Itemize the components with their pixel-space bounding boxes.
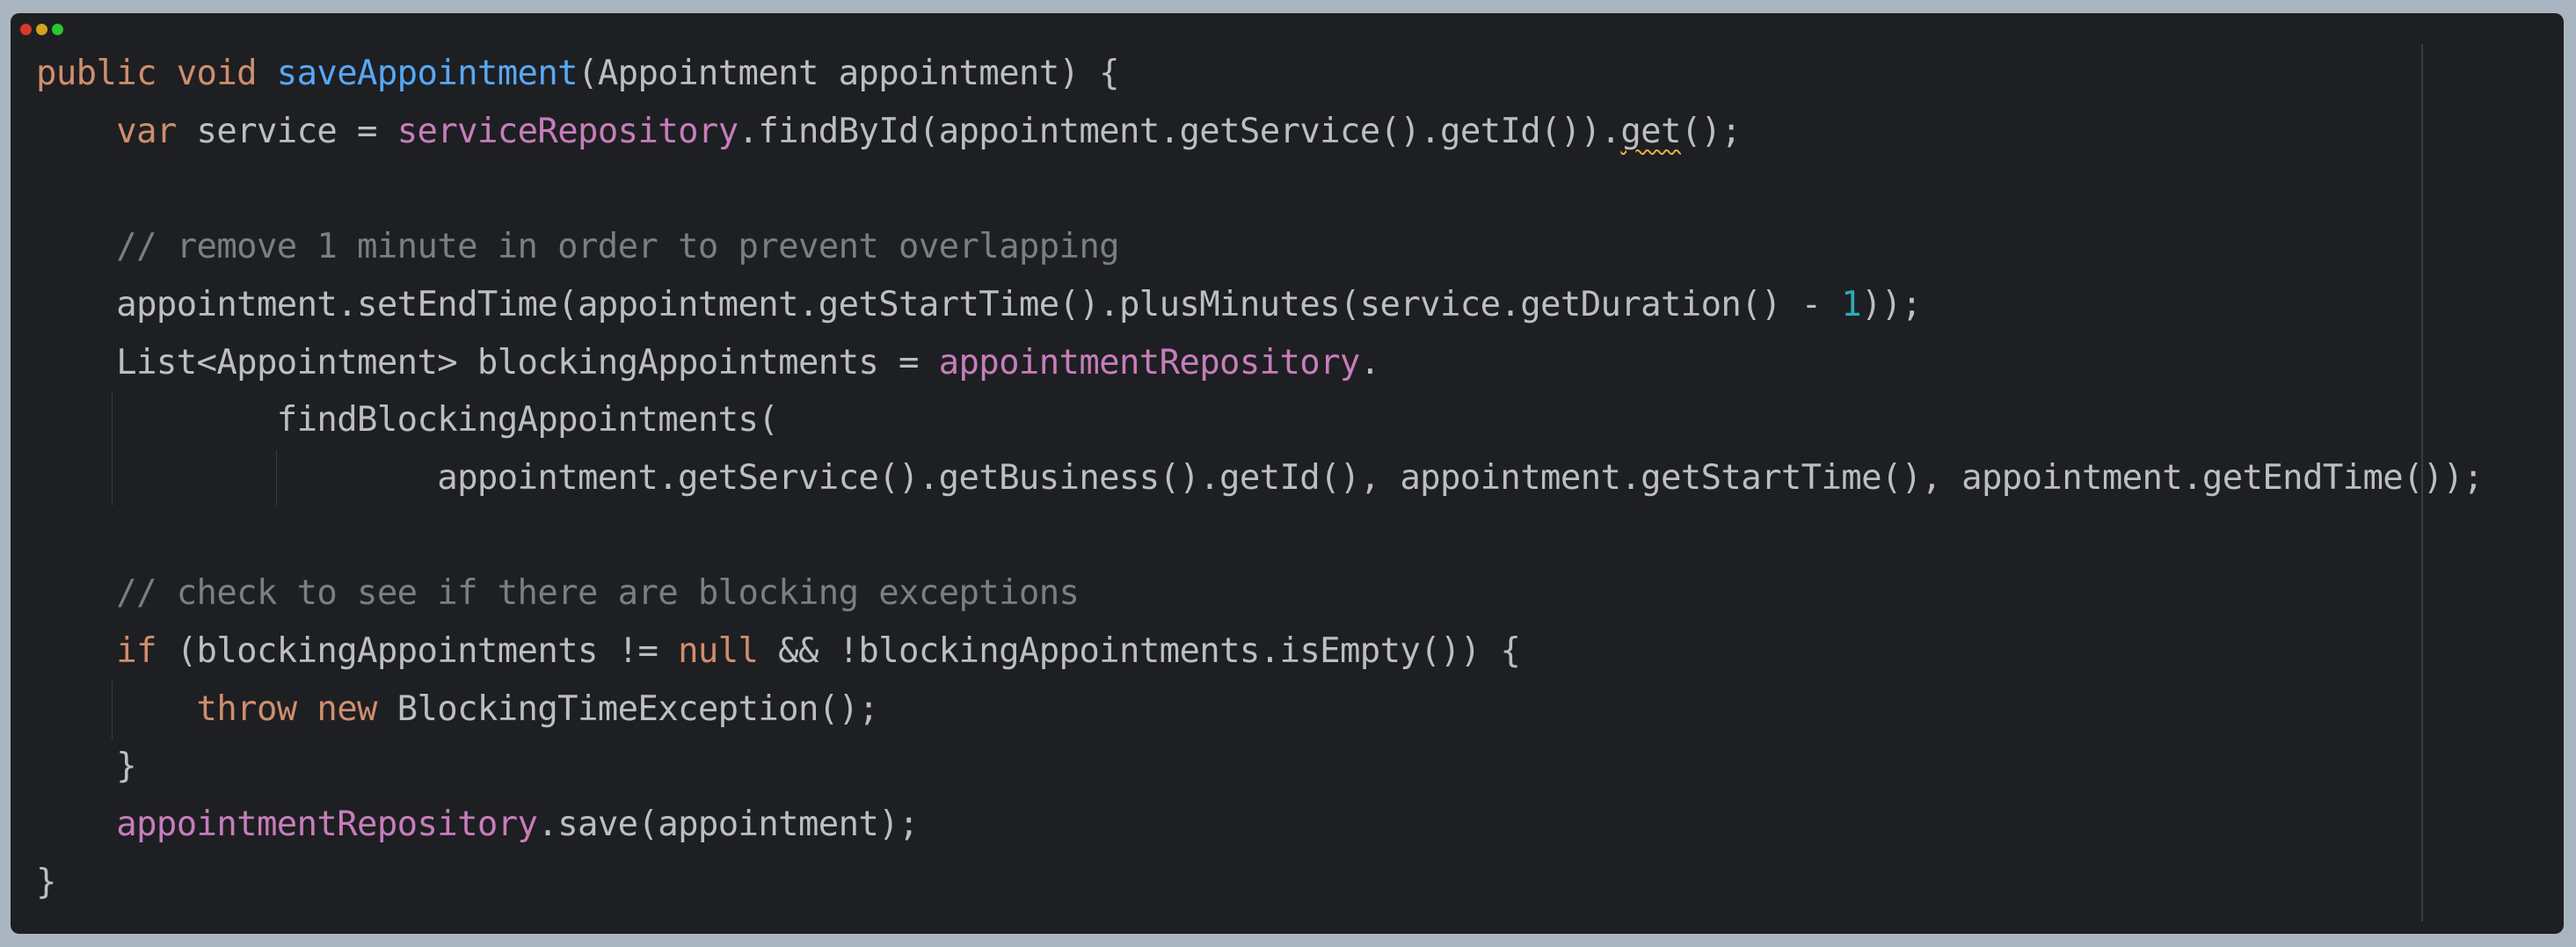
code-token-text: } bbox=[36, 747, 137, 787]
code-window: public void saveAppointment(Appointment … bbox=[11, 13, 2564, 934]
code-token-text: } bbox=[36, 862, 56, 902]
minimize-button[interactable] bbox=[36, 24, 47, 35]
code-token-comment: // check to see if there are blocking ex… bbox=[36, 573, 1080, 614]
code-token-text: BlockingTimeException(); bbox=[376, 688, 879, 729]
code-line: var service = serviceRepository.findById… bbox=[36, 103, 1742, 161]
code-token-text: appointment.setEndTime(appointment.getSt… bbox=[36, 284, 1842, 324]
code-token-text: service = bbox=[176, 111, 397, 151]
indent-guide bbox=[276, 450, 277, 506]
code-token-keyword: null bbox=[678, 631, 759, 671]
code-token-text: findBlockingAppointments( bbox=[36, 400, 779, 441]
code-token-text bbox=[36, 805, 116, 844]
code-token-keyword: var bbox=[116, 111, 177, 151]
code-token-number: 1 bbox=[1841, 284, 1862, 324]
code-token-text: (blockingAppointments != bbox=[156, 631, 679, 671]
right-margin-guide bbox=[2421, 44, 2423, 922]
code-line: } bbox=[36, 854, 56, 912]
maximize-button[interactable] bbox=[52, 24, 63, 35]
code-line: // check to see if there are blocking ex… bbox=[36, 565, 1080, 623]
close-button[interactable] bbox=[20, 24, 32, 35]
code-token-function: saveAppointment bbox=[276, 54, 579, 93]
code-token-field: appointmentRepository bbox=[116, 805, 538, 845]
code-token-comment: // remove 1 minute in order to prevent o… bbox=[36, 227, 1119, 267]
code-token-text: List<Appointment> blockingAppointments = bbox=[36, 342, 939, 382]
code-line: findBlockingAppointments( bbox=[36, 391, 779, 449]
indent-guide bbox=[112, 391, 113, 506]
code-token-keyword: if bbox=[116, 631, 156, 671]
code-token-text: (Appointment appointment) { bbox=[578, 54, 1120, 93]
code-line: // remove 1 minute in order to prevent o… bbox=[36, 218, 1119, 276]
code-token-text bbox=[36, 689, 197, 729]
code-token-text: .findById(appointment.getService().getId… bbox=[738, 111, 1621, 151]
code-token-warning: get bbox=[1620, 111, 1681, 151]
code-token-text: appointment.getService().getBusiness().g… bbox=[36, 457, 2484, 498]
code-token-field: serviceRepository bbox=[397, 111, 739, 151]
code-token-text bbox=[36, 112, 116, 151]
code-token-text: (); bbox=[1680, 111, 1742, 151]
code-token-text: )); bbox=[1861, 284, 1922, 324]
code-line: public void saveAppointment(Appointment … bbox=[36, 45, 1120, 103]
code-line: appointmentRepository.save(appointment); bbox=[36, 796, 919, 854]
code-line: appointment.setEndTime(appointment.getSt… bbox=[36, 276, 1922, 334]
code-token-keyword: public void bbox=[36, 54, 277, 93]
code-token-keyword: throw new bbox=[196, 688, 378, 729]
code-token-text: .save(appointment); bbox=[537, 805, 919, 845]
code-line: } bbox=[36, 738, 136, 796]
code-line: List<Appointment> blockingAppointments =… bbox=[36, 334, 1380, 392]
code-line: if (blockingAppointments != null && !blo… bbox=[36, 623, 1521, 681]
code-token-field: appointmentRepository bbox=[938, 342, 1361, 382]
code-token-text: . bbox=[1359, 342, 1380, 382]
code-token-text bbox=[36, 631, 116, 671]
code-line: appointment.getService().getBusiness().g… bbox=[36, 449, 2484, 507]
code-token-text: && !blockingAppointments.isEmpty()) { bbox=[758, 631, 1521, 671]
code-line: throw new BlockingTimeException(); bbox=[36, 681, 879, 739]
indent-guide bbox=[112, 681, 113, 739]
